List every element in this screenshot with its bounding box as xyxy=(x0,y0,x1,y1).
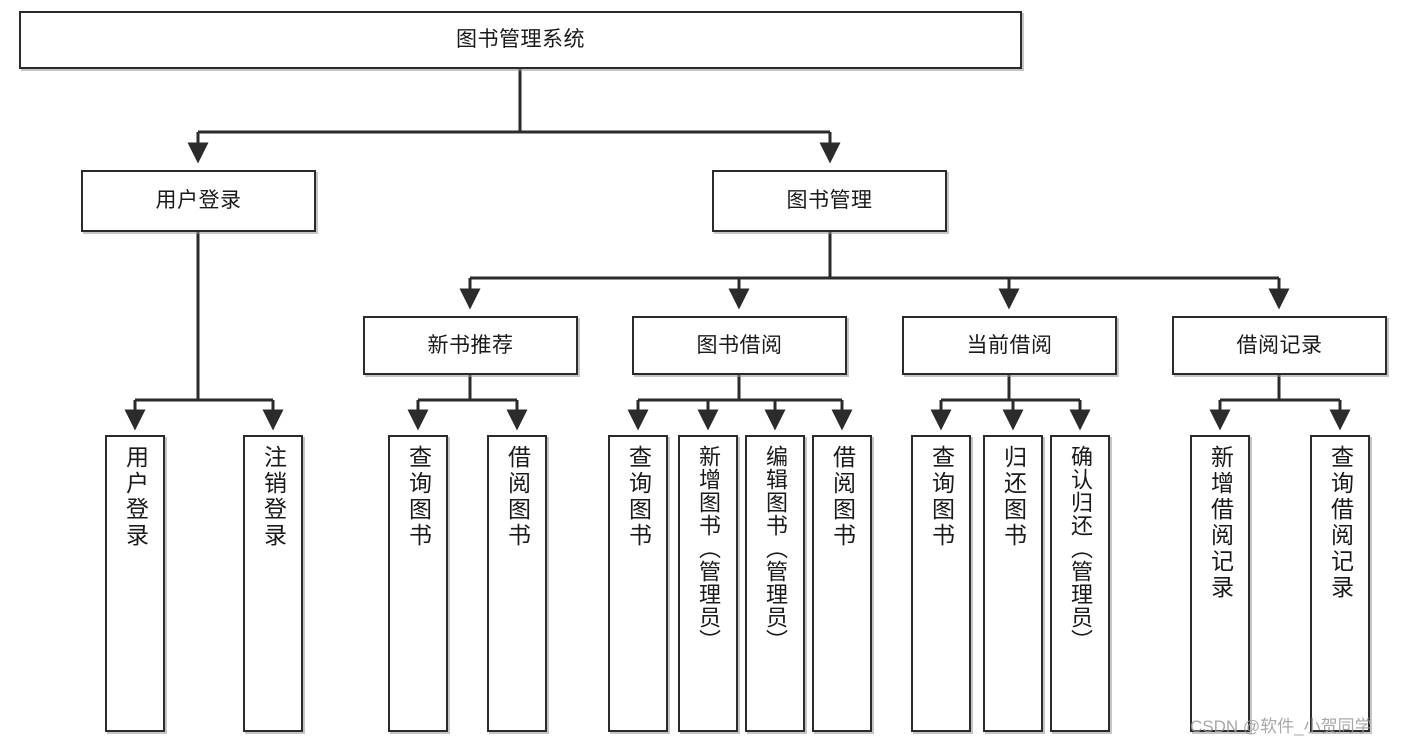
leaf-node[interactable]: 新增图书（管理员） xyxy=(678,435,738,732)
leaf-node[interactable]: 查询图书 xyxy=(608,435,668,732)
leaf-node-label: 借阅图书 xyxy=(504,445,531,549)
level3-node-label: 借阅记录 xyxy=(1236,333,1323,357)
level3-node-label: 图书借阅 xyxy=(696,333,783,357)
level2-node[interactable]: 图书管理 xyxy=(712,170,947,232)
leaf-node[interactable]: 借阅图书 xyxy=(487,435,547,732)
level3-node-label: 当前借阅 xyxy=(966,333,1053,357)
leaf-node[interactable]: 借阅图书 xyxy=(812,435,872,732)
leaf-node-label: 查询图书 xyxy=(928,445,955,549)
leaf-node[interactable]: 查询借阅记录 xyxy=(1310,435,1370,732)
leaf-node-label: 新增借阅记录 xyxy=(1207,445,1234,601)
level2-node-label: 用户登录 xyxy=(155,189,242,213)
level2-node[interactable]: 用户登录 xyxy=(81,170,316,232)
leaf-node-label: 借阅图书 xyxy=(829,445,856,549)
leaf-node-label: 用户登录 xyxy=(122,445,149,549)
leaf-node[interactable]: 编辑图书（管理员） xyxy=(745,435,805,732)
root-node[interactable]: 图书管理系统 xyxy=(19,11,1022,69)
leaf-node[interactable]: 确认归还（管理员） xyxy=(1050,435,1110,732)
csdn-watermark: CSDN @软件_小贺同学 xyxy=(1190,717,1372,736)
leaf-node[interactable]: 查询图书 xyxy=(911,435,971,732)
root-node-label: 图书管理系统 xyxy=(456,28,585,52)
level3-node-label: 新书推荐 xyxy=(427,333,514,357)
leaf-node-label: 查询图书 xyxy=(405,445,432,549)
level3-node[interactable]: 新书推荐 xyxy=(363,316,578,375)
leaf-node-label: 新增图书（管理员） xyxy=(696,445,721,652)
level3-node[interactable]: 图书借阅 xyxy=(632,316,847,375)
leaf-node[interactable]: 新增借阅记录 xyxy=(1190,435,1250,732)
leaf-node-label: 查询图书 xyxy=(625,445,652,549)
leaf-node[interactable]: 查询图书 xyxy=(388,435,448,732)
level2-node-label: 图书管理 xyxy=(786,189,873,213)
level3-node[interactable]: 借阅记录 xyxy=(1172,316,1387,375)
leaf-node[interactable]: 注销登录 xyxy=(243,435,303,732)
leaf-node[interactable]: 用户登录 xyxy=(105,435,165,732)
leaf-node-label: 查询借阅记录 xyxy=(1327,445,1354,601)
leaf-node-label: 确认归还（管理员） xyxy=(1068,445,1093,652)
level3-node[interactable]: 当前借阅 xyxy=(902,316,1117,375)
leaf-node-label: 归还图书 xyxy=(1000,445,1027,549)
leaf-node-label: 注销登录 xyxy=(260,445,287,549)
leaf-node[interactable]: 归还图书 xyxy=(983,435,1043,732)
leaf-node-label: 编辑图书（管理员） xyxy=(763,445,788,652)
